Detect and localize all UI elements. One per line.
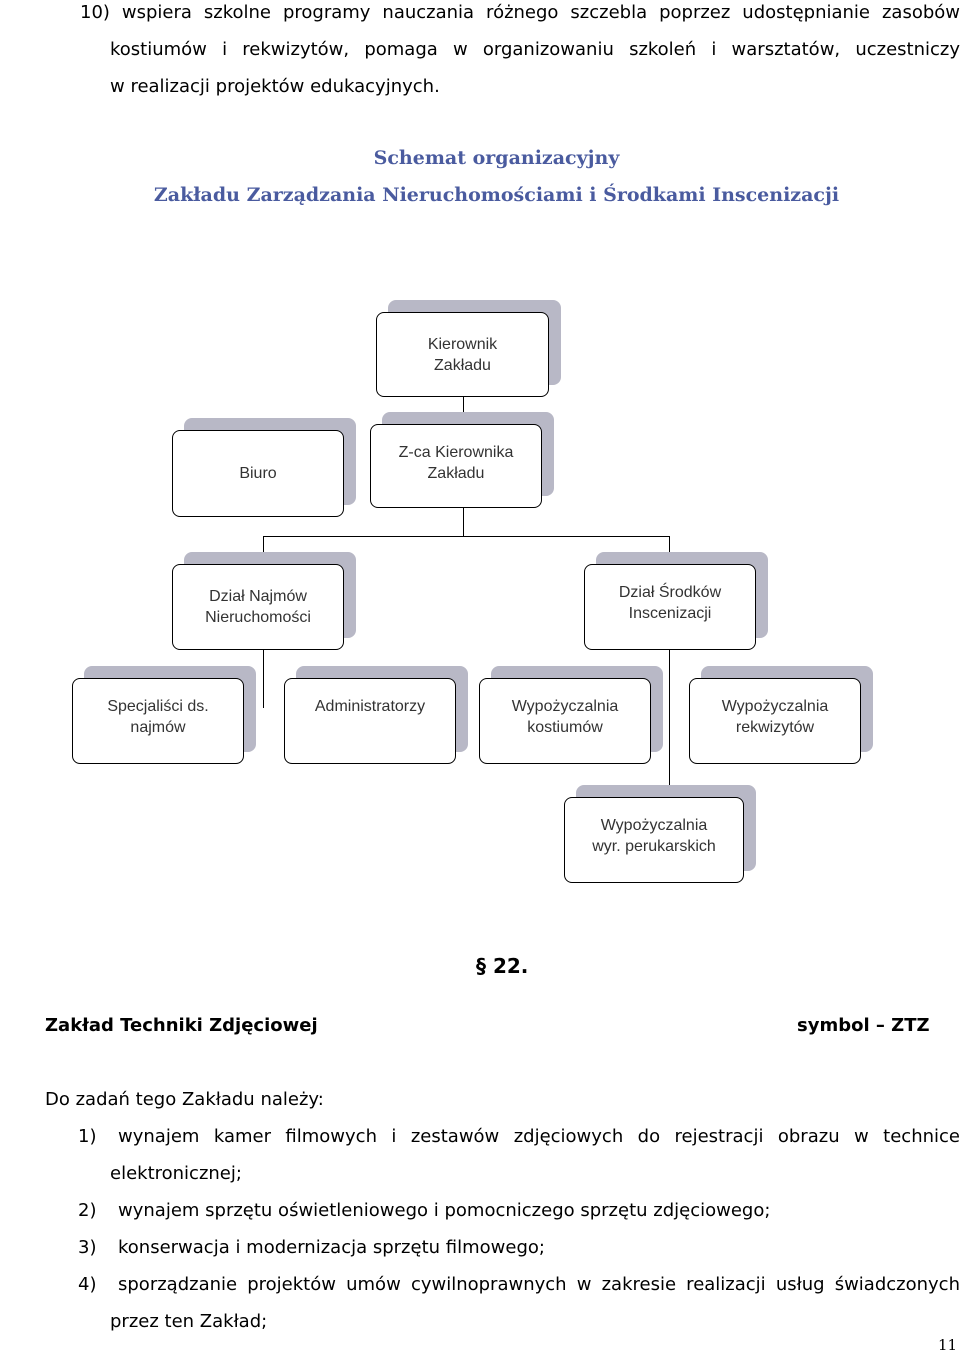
list-item-text: sporządzanie projektów umów cywilnoprawn… xyxy=(118,1274,960,1295)
section-symbol: symbol – ZTZ xyxy=(797,1015,930,1036)
intro-line-3: w realizacji projektów edukacyjnych. xyxy=(110,76,440,97)
list-item-number: 2) xyxy=(78,1200,97,1221)
schema-title: Schemat organizacyjny xyxy=(373,147,620,169)
org-box-kierownik: Kierownik Zakładu xyxy=(376,312,549,397)
org-box-wyp-rekwizytow: Wypożyczalnia rekwizytów xyxy=(689,678,861,764)
list-item-number: 3) xyxy=(78,1237,97,1258)
intro-line-2: kostiumów i rekwizytów, pomaga w organiz… xyxy=(110,39,960,60)
section-name: Zakład Techniki Zdjęciowej xyxy=(45,1015,318,1036)
list-item-number: 1) xyxy=(78,1126,97,1147)
intro-line-1: 10) wspiera szkolne programy nauczania r… xyxy=(80,2,960,23)
org-box-administratorzy: Administratorzy xyxy=(284,678,456,764)
schema-subtitle: Zakładu Zarządzania Nieruchomościami i Ś… xyxy=(153,184,840,206)
org-box-dzial-srodkow: Dział Środków Inscenizacji xyxy=(584,564,756,650)
list-item-number: 4) xyxy=(78,1274,97,1295)
org-box-zastepca: Z-ca Kierownika Zakładu xyxy=(370,424,542,508)
org-box-biuro: Biuro xyxy=(172,430,344,517)
org-box-specjalisci: Specjaliści ds. najmów xyxy=(72,678,244,764)
list-item-text: wynajem kamer filmowych i zestawów zdjęc… xyxy=(118,1126,960,1147)
list-item-text: wynajem sprzętu oświetleniowego i pomocn… xyxy=(118,1200,771,1221)
section-lead: Do zadań tego Zakładu należy: xyxy=(45,1089,324,1110)
list-item-text: konserwacja i modernizacja sprzętu filmo… xyxy=(118,1237,545,1258)
list-item-text-cont: elektronicznej; xyxy=(110,1163,242,1184)
list-item-text-cont: przez ten Zakład; xyxy=(110,1311,268,1332)
org-box-wyp-perukarskich: Wypożyczalnia wyr. perukarskich xyxy=(564,797,744,883)
org-box-dzial-najmow: Dział Najmów Nieruchomości xyxy=(172,564,344,650)
page-number: 11 xyxy=(938,1336,958,1354)
org-box-wyp-kostiumow: Wypożyczalnia kostiumów xyxy=(479,678,651,764)
section-number: § 22. xyxy=(476,954,529,978)
